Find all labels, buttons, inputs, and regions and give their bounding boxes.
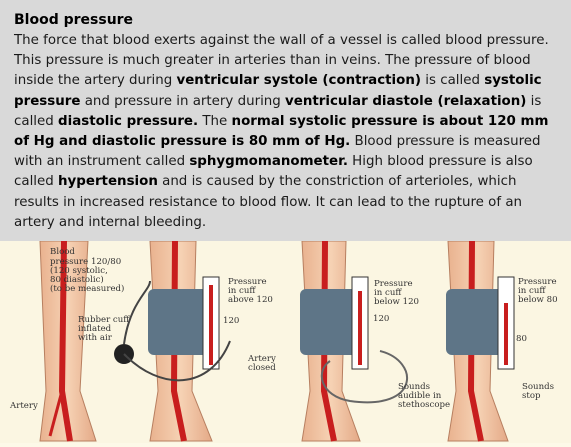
panel-2: Pressure in cuff above 120 120 Artery cl… bbox=[123, 240, 279, 442]
pressure-label-3: Pressure in cuff below 120 bbox=[374, 279, 419, 307]
cuff-label: Rubber cuff inflated with air bbox=[78, 315, 132, 343]
text-run: is called bbox=[14, 93, 542, 129]
bold-term: systolic pressure bbox=[14, 73, 542, 109]
panel-4: Pressure in cuff below 80 80 Sounds stop bbox=[446, 240, 559, 442]
sounds-label-4: Sounds stop bbox=[522, 382, 557, 401]
text-run: The bbox=[198, 113, 232, 129]
body-paragraph: The force that blood exerts against the … bbox=[14, 31, 559, 233]
cuff-4 bbox=[446, 289, 504, 355]
panel-3: Pressure in cuff below 120 120 Sounds au… bbox=[300, 240, 450, 442]
tube-2 bbox=[123, 340, 231, 382]
mercury-2 bbox=[209, 285, 213, 365]
text-panel: Blood pressure The force that blood exer… bbox=[0, 0, 571, 241]
sphygmomanometer-figure: Blood pressure 120/80 (120 systolic, 80 … bbox=[0, 240, 571, 443]
gauge-mark-2: 120 bbox=[223, 316, 239, 326]
text-run: and is caused by the constriction of art… bbox=[14, 174, 523, 230]
tube-1 bbox=[123, 280, 151, 345]
artery-label: Artery bbox=[9, 401, 38, 411]
figure-svg: Blood pressure 120/80 (120 systolic, 80 … bbox=[9, 240, 559, 442]
section-title: Blood pressure bbox=[14, 12, 134, 28]
text-run: The force that blood exerts against the … bbox=[14, 33, 549, 89]
bold-term: sphygmomanometer. bbox=[189, 154, 348, 170]
pressure-label-4: Pressure in cuff below 80 bbox=[518, 277, 559, 305]
artery-closed-label: Artery closed bbox=[247, 354, 279, 373]
cuff-3 bbox=[300, 289, 358, 355]
bold-term: diastolic pressure. bbox=[58, 113, 199, 129]
cuff-2 bbox=[148, 289, 208, 355]
bp-label: Blood pressure 120/80 (120 systolic, 80 … bbox=[50, 247, 124, 294]
mercury-4 bbox=[504, 303, 508, 365]
arm-1 bbox=[39, 240, 97, 442]
text-run: is called bbox=[421, 73, 485, 89]
text-run: High blood pressure is also called bbox=[14, 154, 533, 190]
bold-term: ventricular diastole (relaxation) bbox=[285, 93, 527, 109]
stethoscope-icon bbox=[320, 350, 408, 404]
gauge-mark-3: 120 bbox=[373, 314, 389, 324]
bold-term: normal systolic pressure is about 120 mm… bbox=[14, 113, 549, 150]
bold-term: hypertension bbox=[58, 174, 158, 190]
text-run: and pressure in artery during bbox=[80, 93, 286, 109]
artery-branch-1 bbox=[48, 390, 64, 437]
sounds-label-3: Sounds audible in stethoscope bbox=[398, 382, 450, 410]
panel-1: Blood pressure 120/80 (120 systolic, 80 … bbox=[9, 240, 151, 442]
mercury-3 bbox=[358, 291, 362, 365]
bold-term: ventricular systole (contraction) bbox=[176, 73, 422, 89]
text-run: Blood pressure is measured with an instr… bbox=[14, 134, 541, 170]
gauge-mark-4: 80 bbox=[516, 334, 527, 344]
pressure-label-2: Pressure in cuff above 120 bbox=[228, 277, 273, 305]
